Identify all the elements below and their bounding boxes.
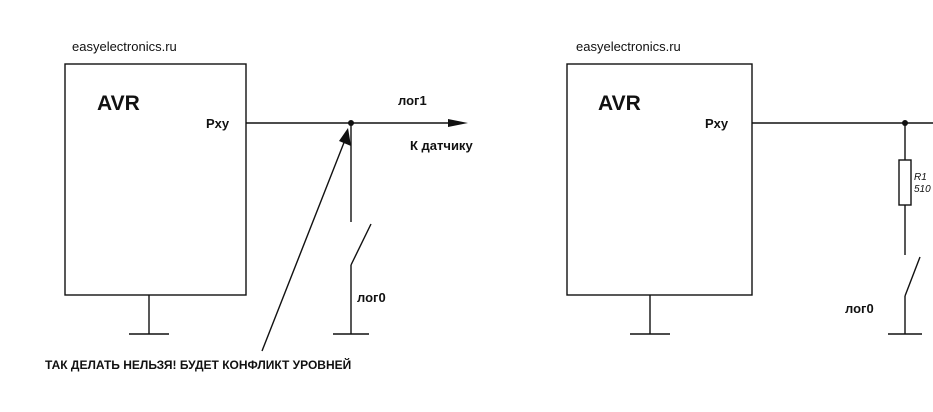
right-avr-chip [567, 64, 752, 295]
right-chip-label: AVR [598, 92, 641, 115]
left-circuit: easyelectronics.ru AVR Pxy лог1 К датчик… [45, 39, 473, 372]
left-warning-pointer [262, 140, 345, 351]
right-low-level-label: лог0 [845, 301, 874, 316]
right-resistor-name: R1 [914, 172, 927, 183]
right-circuit: easyelectronics.ru AVR Pxy R1 510 лог0 [567, 39, 933, 334]
left-pin-label: Pxy [206, 116, 230, 131]
right-site-label: easyelectronics.ru [576, 39, 681, 54]
left-chip-label: AVR [97, 92, 140, 115]
left-low-level-label: лог0 [357, 290, 386, 305]
left-site-label: easyelectronics.ru [72, 39, 177, 54]
left-warning-text: ТАК ДЕЛАТЬ НЕЛЬЗЯ! БУДЕТ КОНФЛИКТ УРОВНЕ… [45, 357, 351, 372]
left-high-level-label: лог1 [398, 93, 427, 108]
right-switch-contact [905, 257, 920, 296]
right-resistor-value: 510 [914, 184, 931, 195]
left-sensor-arrow [448, 119, 468, 127]
left-switch-contact [351, 224, 371, 265]
right-resistor [899, 160, 911, 205]
right-pin-label: Pxy [705, 116, 729, 131]
left-sensor-label: К датчику [410, 138, 473, 153]
left-warning-arrowhead [339, 128, 351, 146]
left-avr-chip [65, 64, 246, 295]
